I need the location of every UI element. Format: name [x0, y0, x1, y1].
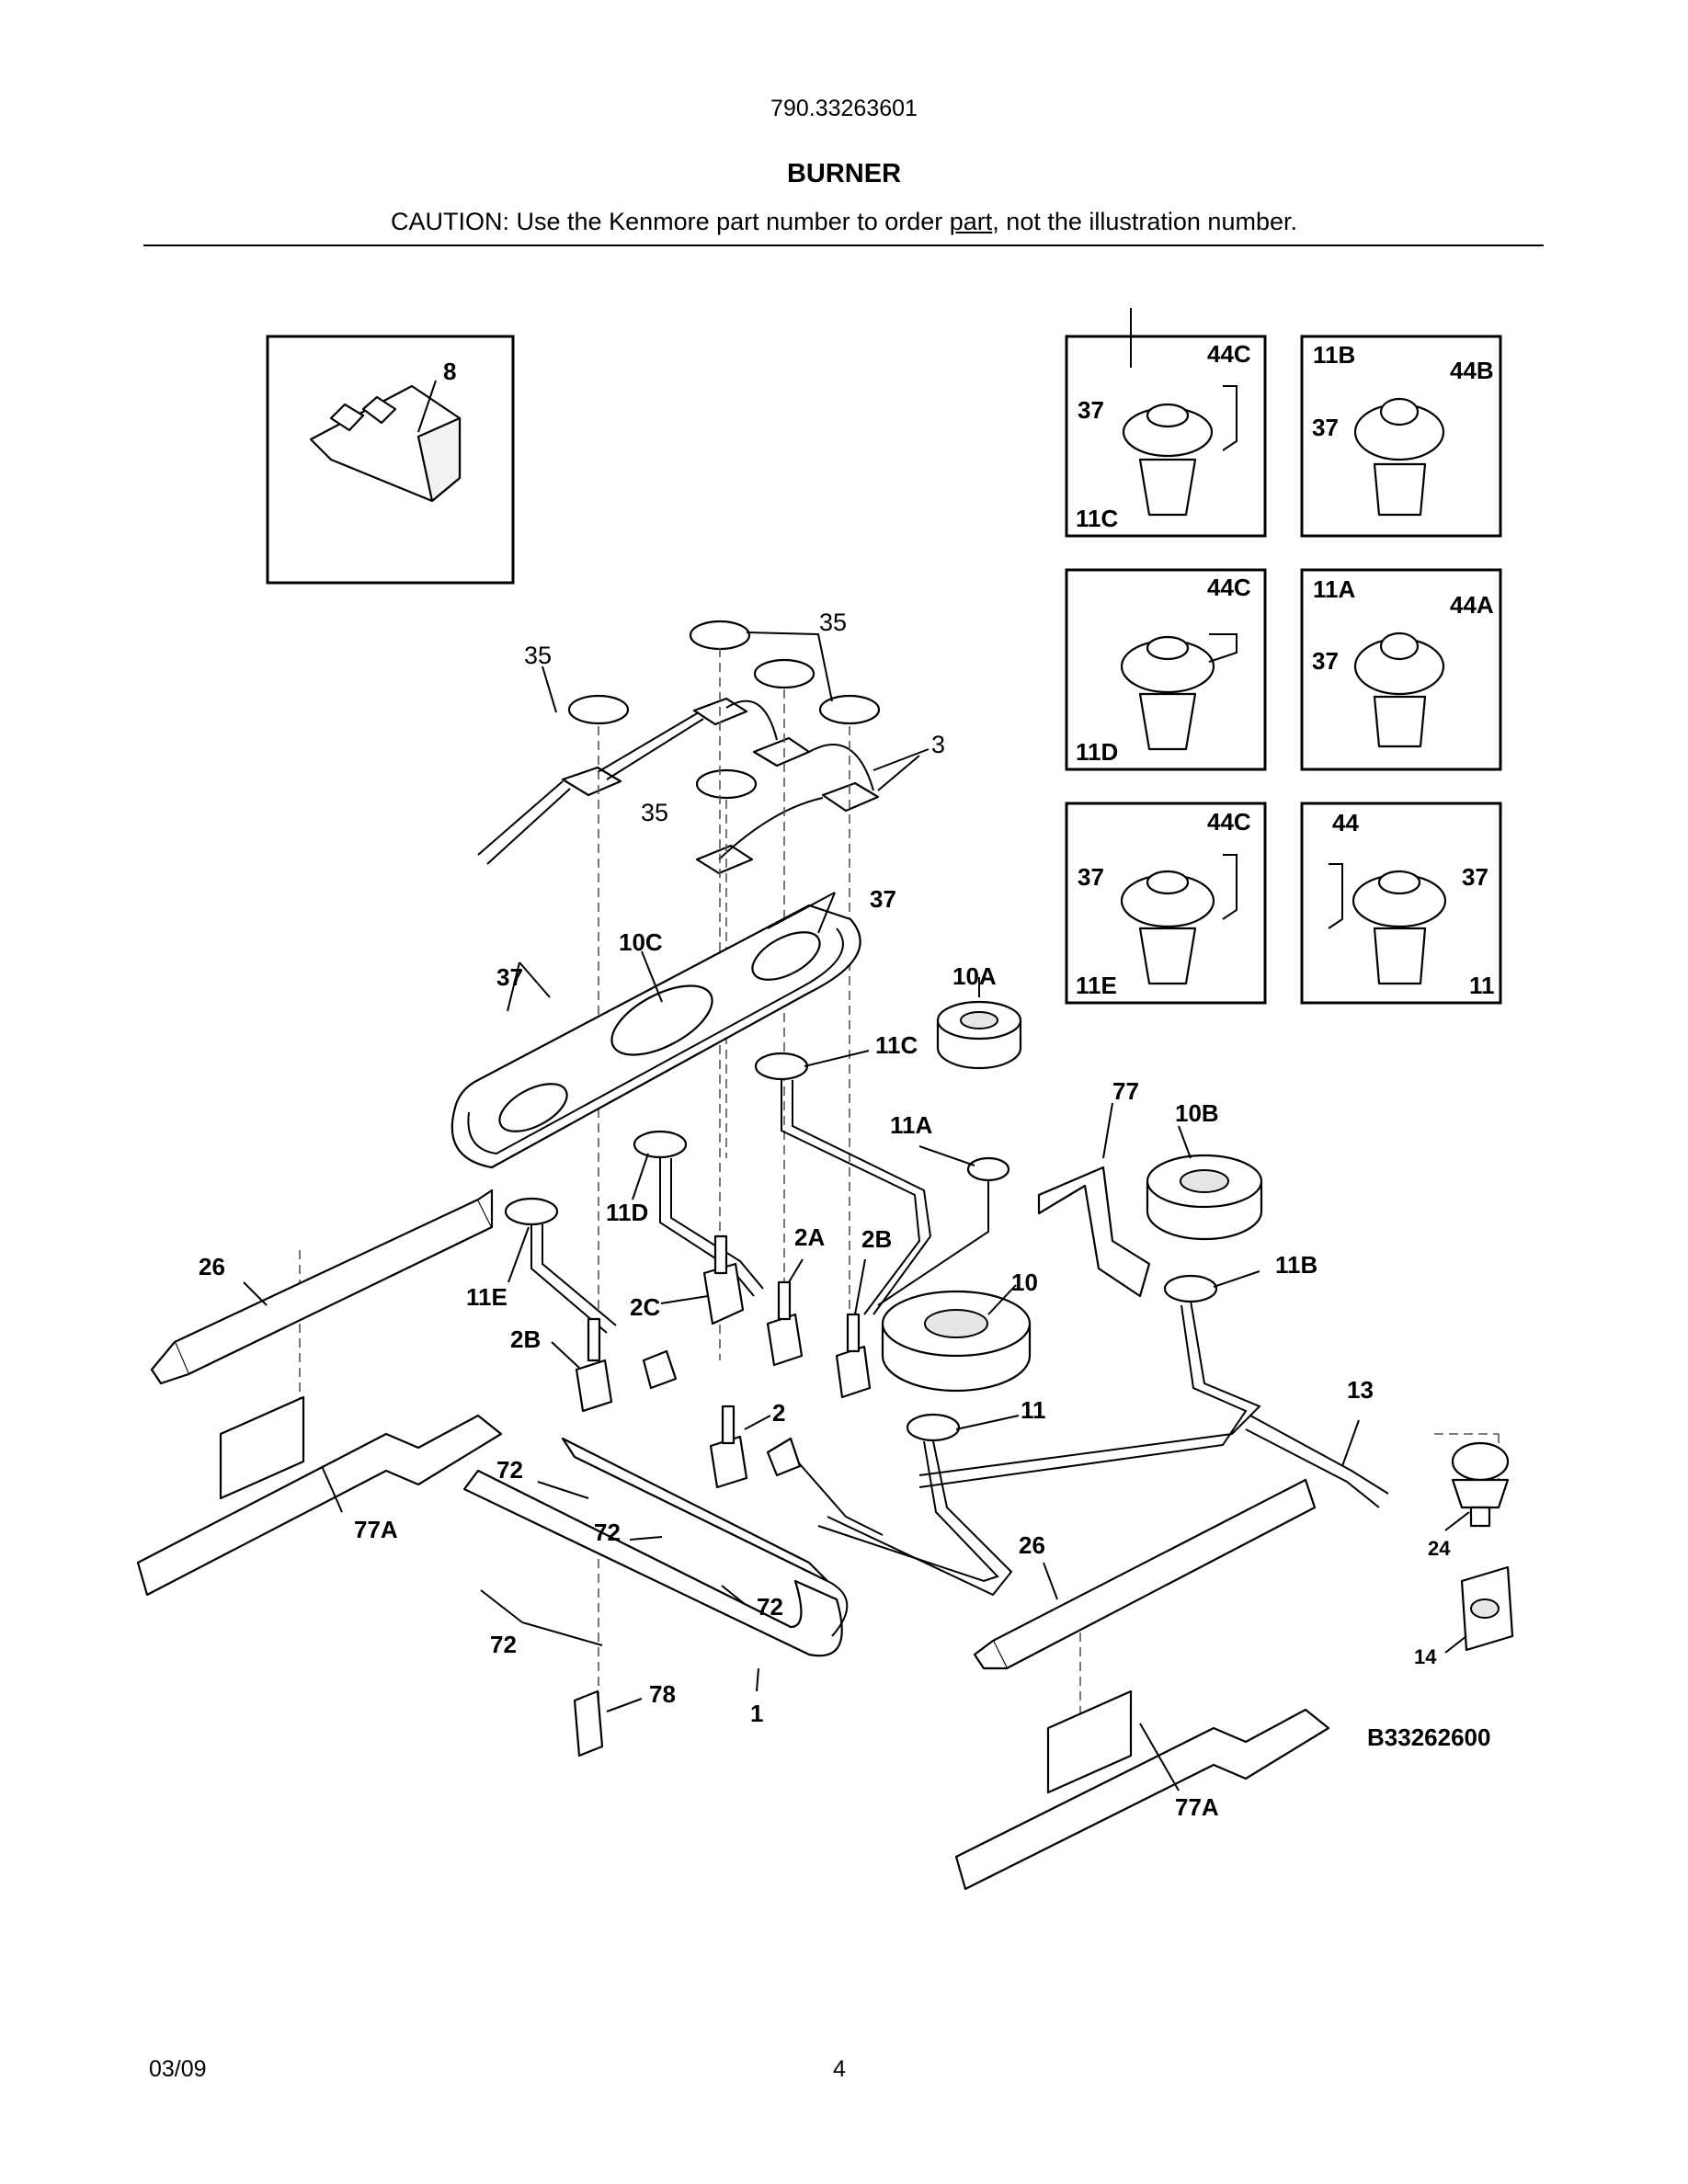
label-11D-inset: 11D	[1076, 738, 1118, 766]
gas-valves	[575, 1234, 872, 1489]
label-10A: 10A	[952, 962, 997, 990]
label-11E: 11E	[466, 1283, 508, 1311]
label-44C-inset3: 44C	[1207, 808, 1251, 836]
label-2: 2	[772, 1399, 785, 1427]
label-44C-inset2: 44C	[1207, 574, 1251, 601]
label-2A: 2A	[794, 1223, 825, 1251]
label-11-inset: 11	[1469, 972, 1495, 999]
bracket-78	[573, 1689, 604, 1757]
burner-head-10B	[1146, 1154, 1263, 1241]
inset-11A	[1300, 568, 1502, 771]
caution-part-link: part	[949, 208, 993, 235]
model-number: 790.33263601	[770, 96, 918, 121]
gas-tubing	[530, 1080, 1389, 1597]
diagram-code: B33262600	[1367, 1723, 1490, 1751]
label-11A: 11A	[890, 1111, 932, 1139]
bracket-77A-left	[136, 1395, 503, 1597]
regulator-14	[1460, 1565, 1514, 1652]
label-44A: 44A	[1450, 591, 1494, 619]
header-rule	[143, 245, 1544, 246]
label-35-bottom: 35	[641, 799, 668, 826]
regulator-24	[1451, 1441, 1510, 1528]
label-10: 10	[1011, 1268, 1038, 1296]
label-26-left: 26	[199, 1253, 225, 1280]
bracket-26-left	[150, 1189, 494, 1385]
label-11C: 11C	[875, 1031, 918, 1059]
label-13: 13	[1347, 1376, 1374, 1404]
caution-note: CAUTION: Use the Kenmore part number to …	[0, 208, 1688, 236]
manifold-1	[462, 1437, 849, 1657]
leader-lines	[243, 631, 1470, 1792]
label-14: 14	[1414, 1645, 1437, 1668]
bracket-26-right	[973, 1478, 1317, 1670]
label-44B: 44B	[1450, 357, 1494, 384]
inset-11C	[1065, 308, 1267, 538]
bracket-77	[1037, 1166, 1151, 1298]
inset-11	[1300, 802, 1502, 1005]
label-11C-inset: 11C	[1076, 505, 1118, 532]
inset-11B	[1300, 335, 1502, 538]
label-37-mid: 37	[870, 885, 896, 913]
label-11: 11	[1021, 1396, 1046, 1424]
label-10C: 10C	[619, 928, 663, 956]
caution-text: CAUTION: Use the Kenmore part number to …	[391, 208, 950, 235]
label-35-left: 35	[524, 642, 552, 669]
label-44: 44	[1332, 809, 1359, 836]
inset-11E	[1065, 802, 1267, 1005]
burner-tray-10C	[451, 904, 861, 1169]
label-37-inset5: 37	[1462, 863, 1488, 891]
label-72-c: 72	[757, 1593, 783, 1621]
label-11A-inset: 11A	[1313, 575, 1355, 603]
label-77A-right: 77A	[1175, 1793, 1219, 1821]
label-3: 3	[931, 731, 945, 758]
label-2B-upper: 2B	[861, 1225, 892, 1253]
inset-11D	[1065, 568, 1267, 771]
label-37-inset2: 37	[1312, 414, 1339, 441]
label-77A-left: 77A	[354, 1516, 398, 1543]
label-11B: 11B	[1275, 1251, 1317, 1279]
label-72-d: 72	[490, 1631, 517, 1658]
label-26-right: 26	[1019, 1531, 1045, 1559]
label-37-inset4: 37	[1078, 863, 1104, 891]
label-44C-inset1: 44C	[1207, 340, 1251, 368]
electrode-harness	[477, 620, 920, 875]
label-37-inset3: 37	[1312, 647, 1339, 675]
label-2C: 2C	[630, 1293, 660, 1321]
inset-spark-module	[266, 335, 515, 585]
page-number: 4	[833, 2056, 846, 2082]
label-11D: 11D	[606, 1199, 648, 1226]
label-72-a: 72	[496, 1456, 523, 1484]
label-37-left: 37	[496, 963, 523, 991]
footer-date: 03/09	[149, 2056, 207, 2082]
burner-head-10	[881, 1290, 1032, 1393]
label-72-b: 72	[594, 1519, 621, 1546]
label-35-top: 35	[819, 609, 847, 636]
label-1: 1	[750, 1700, 763, 1727]
label-2B-lower: 2B	[510, 1325, 541, 1353]
label-10B: 10B	[1175, 1099, 1219, 1127]
label-37-inset1: 37	[1078, 396, 1104, 424]
label-8: 8	[443, 358, 456, 385]
label-78: 78	[649, 1680, 676, 1708]
burner-bases	[504, 1052, 1218, 1442]
page-title: BURNER	[786, 159, 902, 188]
alignment-lines	[299, 648, 1500, 1746]
label-77: 77	[1112, 1077, 1139, 1105]
label-11E-inset: 11E	[1076, 972, 1117, 999]
label-24: 24	[1428, 1537, 1451, 1560]
burner-head-10A	[936, 1000, 1022, 1070]
caution-text-end: , not the illustration number.	[992, 208, 1297, 235]
bracket-77A-right	[954, 1689, 1330, 1891]
label-11B-inset: 11B	[1313, 341, 1355, 369]
